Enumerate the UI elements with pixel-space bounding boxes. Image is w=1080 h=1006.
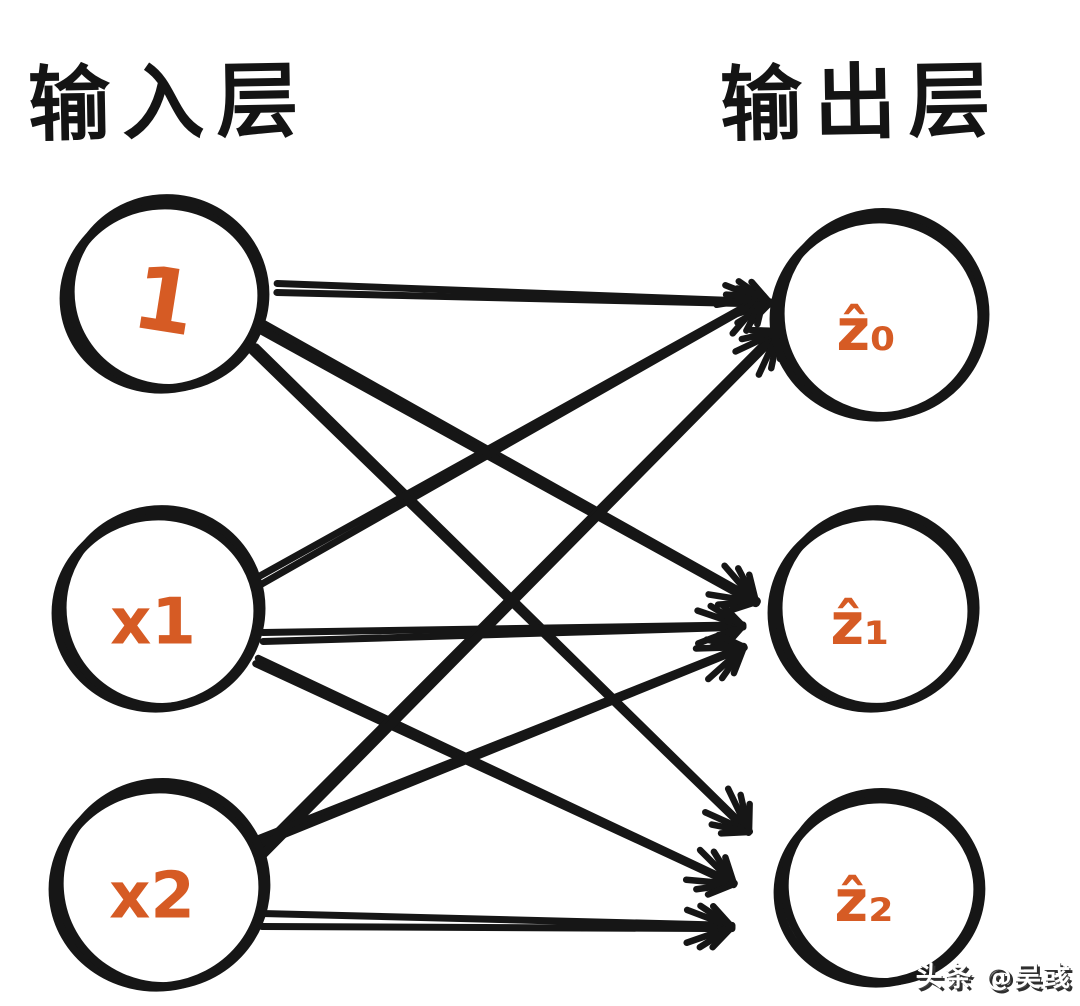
edge-bias-to-z1: [256, 319, 761, 614]
node-x1: x1: [51, 505, 266, 713]
edge-x2-to-z1: [253, 631, 748, 849]
node-z2-label: ẑ₂: [834, 867, 893, 935]
edge-bias-to-z2: [248, 343, 754, 837]
node-z2: ẑ₂: [773, 788, 986, 988]
node-z1-label: ẑ₁: [830, 590, 889, 658]
node-bias: 1: [59, 194, 270, 394]
edge-bias-to-z0: [273, 278, 774, 327]
node-x2: x2: [48, 777, 271, 992]
node-x1-label: x1: [110, 586, 196, 660]
node-x2-label: x2: [109, 860, 195, 934]
watermark: 头条 @吴彧: [915, 962, 1072, 993]
edge-x1-to-z0: [253, 285, 768, 588]
edge-x2-to-z2: [258, 902, 736, 951]
edge-x2-to-z0: [249, 326, 784, 865]
node-z1: ẑ₁: [767, 505, 980, 713]
node-z0-label: ẑ₀: [836, 296, 895, 364]
edge-x1-to-z2: [252, 654, 738, 898]
node-z0: ẑ₀: [769, 208, 990, 422]
